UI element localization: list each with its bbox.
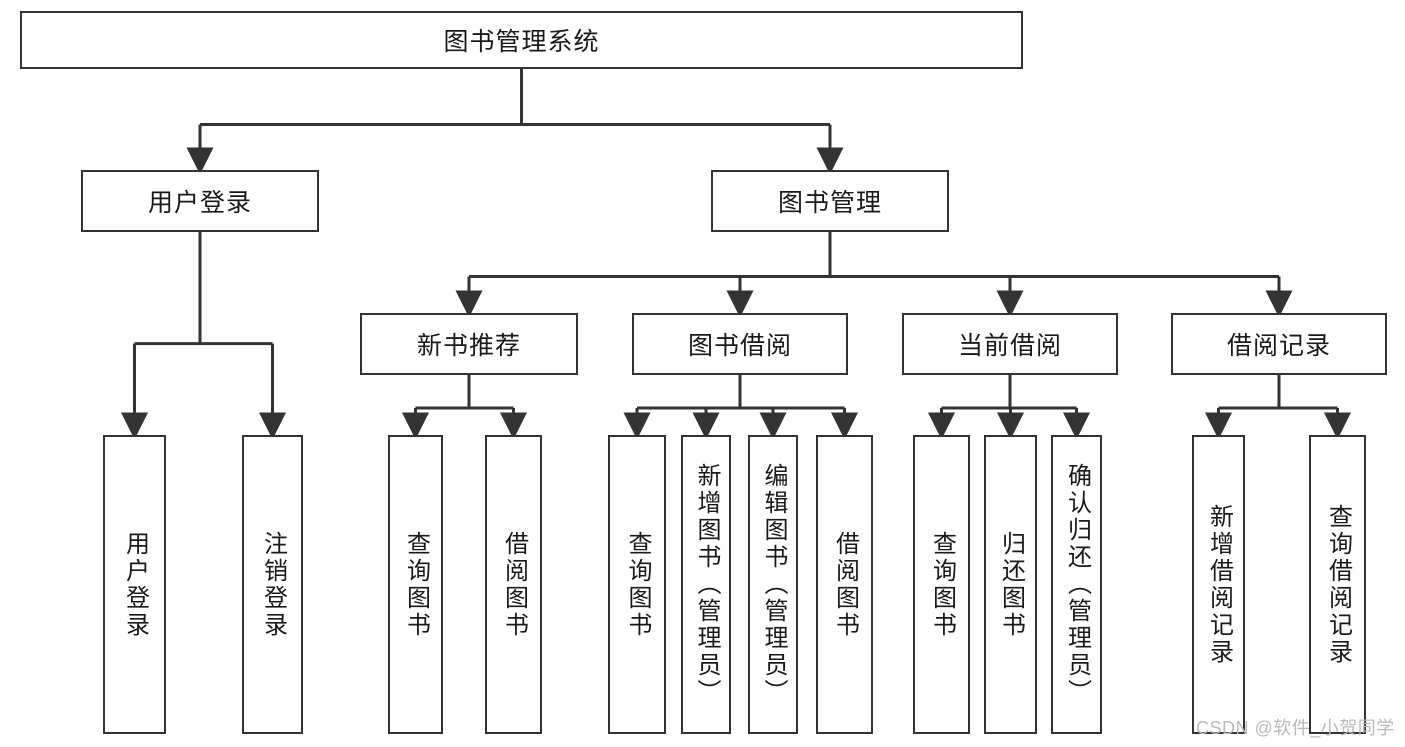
node-leaf-query-book-cur[interactable]: 查询图书: [913, 435, 970, 734]
node-current-borrow[interactable]: 当前借阅: [902, 313, 1118, 375]
node-label: 图书借阅: [687, 332, 792, 360]
node-label: 当前借阅: [957, 332, 1062, 360]
node-leaf-add-record[interactable]: 新增借阅记录: [1192, 435, 1245, 734]
node-leaf-borrow-book-rec[interactable]: 借阅图书: [485, 435, 542, 734]
node-leaf-query-record[interactable]: 查询借阅记录: [1309, 435, 1366, 734]
node-leaf-borrow-book[interactable]: 借阅图书: [816, 435, 873, 734]
node-book-manage[interactable]: 图书管理: [711, 170, 949, 232]
node-label: 借阅图书: [500, 530, 528, 639]
node-new-book-recommend[interactable]: 新书推荐: [360, 313, 578, 375]
node-leaf-confirm-return[interactable]: 确认归还（管理员）: [1051, 435, 1102, 734]
node-label: 注销登录: [259, 530, 287, 639]
node-leaf-user-login[interactable]: 用户登录: [103, 435, 166, 734]
node-label: 查询图书: [402, 530, 430, 639]
node-leaf-add-book[interactable]: 新增图书（管理员）: [681, 435, 731, 734]
node-label: 查询图书: [928, 530, 956, 639]
node-leaf-return-book[interactable]: 归还图书: [984, 435, 1037, 734]
node-label: 借阅记录: [1226, 332, 1331, 360]
node-label: 新增借阅记录: [1205, 503, 1233, 666]
node-label: 用户登录: [121, 530, 149, 639]
node-borrow-record[interactable]: 借阅记录: [1171, 313, 1387, 375]
node-leaf-query-book-borrow[interactable]: 查询图书: [608, 435, 666, 734]
node-label: 归还图书: [997, 530, 1025, 639]
node-label: 图书管理系统: [443, 28, 600, 56]
node-root[interactable]: 图书管理系统: [20, 11, 1023, 69]
node-leaf-logout[interactable]: 注销登录: [242, 435, 303, 734]
node-label: 查询图书: [624, 530, 651, 639]
node-label: 确认归还（管理员）: [1063, 463, 1091, 706]
node-leaf-query-book-rec[interactable]: 查询图书: [388, 435, 443, 734]
node-label: 借阅图书: [831, 530, 859, 639]
node-label: 查询借阅记录: [1324, 503, 1352, 666]
node-label: 新增图书（管理员）: [693, 463, 720, 706]
node-leaf-edit-book[interactable]: 编辑图书（管理员）: [748, 435, 798, 734]
node-label: 图书管理: [777, 189, 882, 217]
node-label: 用户登录: [147, 189, 252, 217]
node-user-login[interactable]: 用户登录: [81, 170, 319, 232]
node-label: 编辑图书（管理员）: [760, 463, 787, 706]
node-book-borrow[interactable]: 图书借阅: [632, 313, 848, 375]
node-label: 新书推荐: [416, 332, 521, 360]
